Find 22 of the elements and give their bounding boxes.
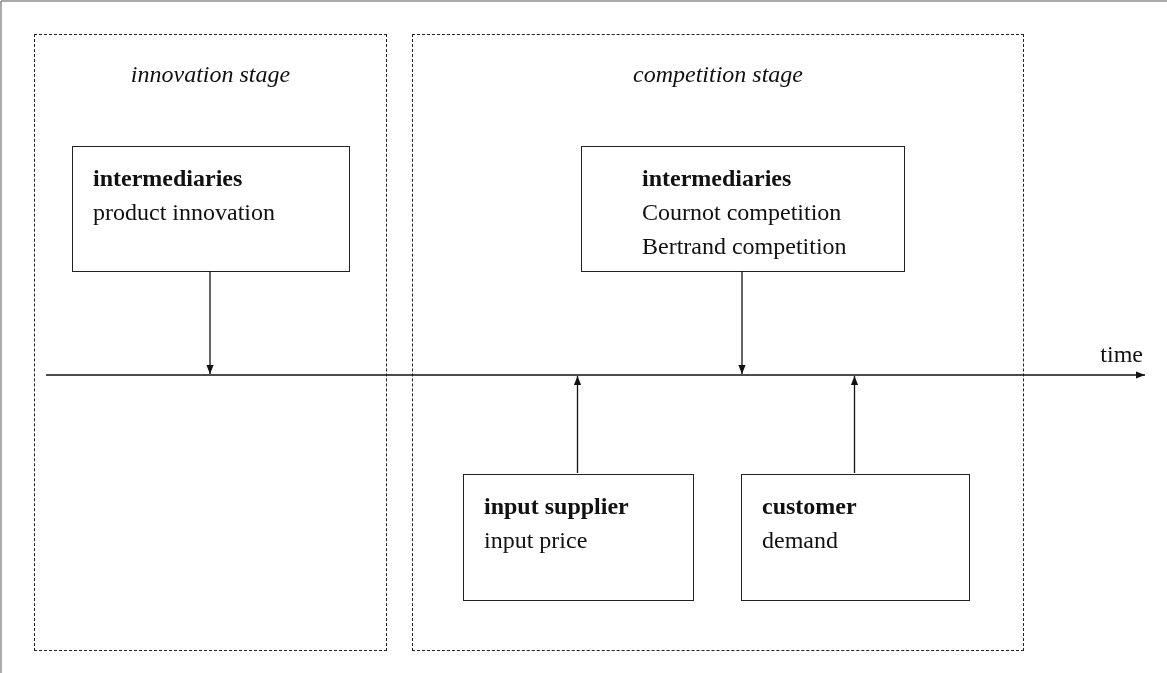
arrow: [738, 270, 746, 375]
stage-title: innovation stage: [130, 60, 291, 89]
arrow: [206, 270, 214, 375]
actor-box: [463, 474, 694, 601]
actor-box: [72, 146, 350, 272]
actor-box: [581, 146, 905, 272]
actor-name: customer: [762, 492, 857, 521]
stage-frame: [34, 34, 387, 651]
arrow: [573, 375, 582, 474]
actor-role: Bertrand competition: [642, 232, 847, 261]
actor-name: intermediaries: [93, 164, 243, 193]
actor-role: product innovation: [93, 198, 275, 227]
arrow: [850, 375, 859, 474]
axis-label: time: [1100, 340, 1143, 369]
actor-role: Cournot competition: [642, 198, 842, 227]
actor-name: input supplier: [484, 492, 629, 521]
stage-frame: [412, 34, 1024, 651]
stage-title: competition stage: [633, 60, 803, 89]
actor-role: input price: [484, 526, 588, 555]
actor-name: intermediaries: [642, 164, 792, 193]
actor-role: demand: [762, 526, 838, 555]
actor-box: [741, 474, 970, 601]
